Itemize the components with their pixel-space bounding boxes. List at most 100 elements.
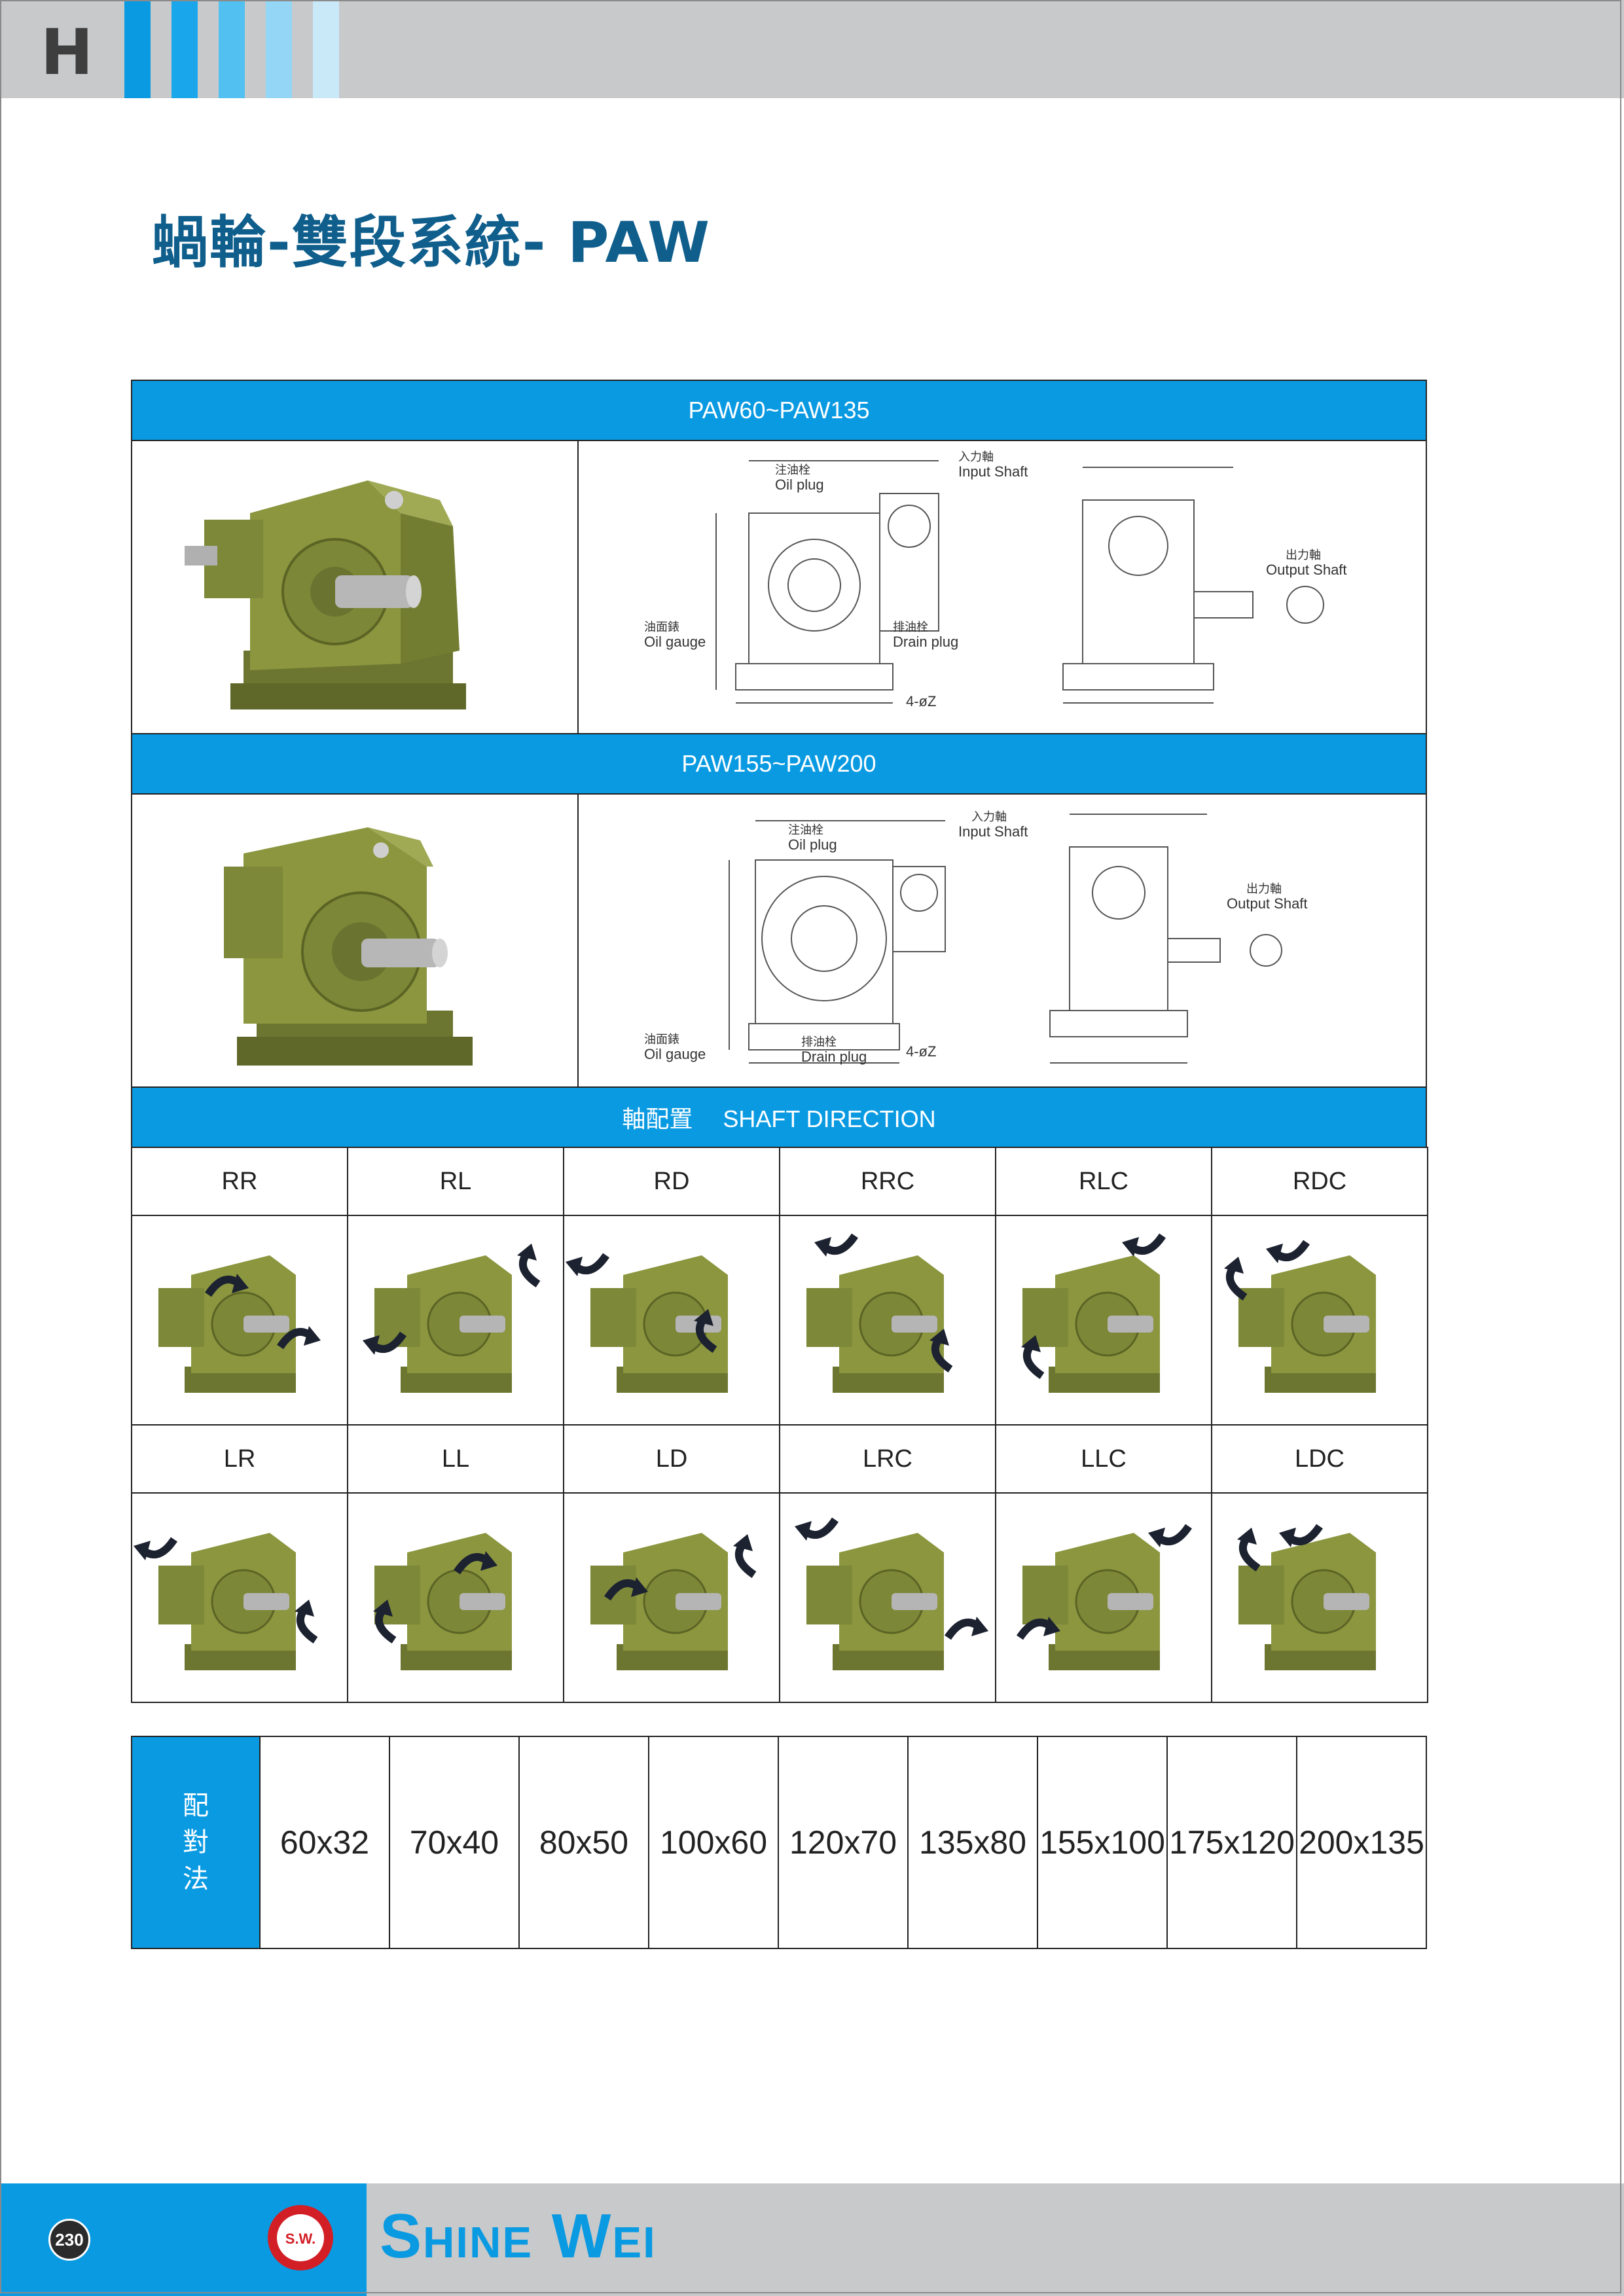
shaft-code-label: RL — [347, 1147, 564, 1216]
rotation-arrow-icon — [945, 1617, 988, 1640]
gearbox-orientation-icon — [795, 1517, 988, 1670]
pairing-size-cell: 80x50 — [518, 1736, 649, 1949]
shaft-direction-image-cell — [347, 1215, 564, 1426]
shaft-direction-image-cell — [1211, 1215, 1428, 1426]
pairing-label-char: 法 — [183, 1864, 209, 1894]
oil-plug-label-zh: 注油栓 — [775, 463, 810, 476]
shaft-direction-image-cell — [347, 1492, 564, 1703]
input-shaft-label-zh: 入力軸 — [971, 810, 1007, 823]
shaft-direction-image-cell — [563, 1492, 780, 1703]
gearbox-orientation-icon — [1224, 1240, 1376, 1393]
oil-plug-label-zh: 注油栓 — [788, 823, 823, 836]
section-letter: H — [41, 16, 94, 89]
shaft-direction-image-cell — [131, 1492, 348, 1703]
shaft-code-label: RRC — [779, 1147, 996, 1216]
rotation-arrow-icon — [566, 1253, 609, 1276]
shaft-direction-image-cell — [995, 1215, 1212, 1426]
pairing-size-cell: 200x135 — [1296, 1736, 1427, 1949]
footer-grey-bar — [367, 2183, 1624, 2296]
model-2-drawing-cell: 注油栓 Oil plug 入力軸 Input Shaft 出力軸 Output … — [577, 793, 1427, 1088]
rotation-arrow-icon — [295, 1600, 318, 1643]
gearbox-orientation-icon — [373, 1533, 512, 1670]
pairing-size-cell: 60x32 — [259, 1736, 390, 1949]
logo-text: S.W. — [285, 2231, 316, 2247]
oil-plug-label: Oil plug — [788, 836, 837, 853]
rotation-arrow-icon — [363, 1331, 406, 1355]
rotation-arrow-icon — [1279, 1524, 1323, 1547]
input-shaft-label: Input Shaft — [958, 823, 1028, 840]
shaft-direction-image-cell — [779, 1492, 996, 1703]
header-stripe-2 — [171, 0, 198, 98]
page-title: 蝸輪-雙段系統- PAW — [152, 210, 712, 276]
pairing-size-cell: 175x120 — [1166, 1736, 1297, 1949]
oil-gauge-label: Oil gauge — [644, 634, 706, 650]
gearbox-orientation-icon — [1021, 1233, 1166, 1393]
oil-gauge-label-zh: 油面錶 — [644, 620, 679, 634]
rotation-arrow-icon — [1122, 1233, 1166, 1257]
input-shaft-label-zh: 入力軸 — [958, 450, 994, 463]
drain-plug-label: Drain plug — [801, 1049, 867, 1065]
model-band-1: PAW60~PAW135 — [131, 380, 1427, 441]
model-1-photo-cell — [131, 440, 579, 734]
rotation-arrow-icon — [134, 1537, 177, 1560]
rotation-arrow-icon — [929, 1329, 953, 1372]
pairing-size-cell: 100x60 — [648, 1736, 779, 1949]
brand-name: Shine Wei — [380, 2201, 657, 2271]
rotation-arrow-icon — [517, 1244, 541, 1287]
gearbox-orientation-icon — [806, 1233, 953, 1393]
technical-drawing-2: 注油栓 Oil plug 入力軸 Input Shaft 出力軸 Output … — [644, 810, 1308, 1065]
gearbox-orientation-icon — [1017, 1524, 1192, 1670]
shaft-direction-image-cell — [131, 1215, 348, 1426]
model-1-drawing-cell: 注油栓 Oil plug 入力軸 Input Shaft 出力軸 Output … — [577, 440, 1427, 734]
pairing-label-char: 配 — [183, 1791, 209, 1821]
gearbox-orientation-icon — [566, 1253, 728, 1393]
rotation-arrow-icon — [1017, 1617, 1060, 1640]
shaft-direction-band: 軸配置 SHAFT DIRECTION — [131, 1086, 1427, 1148]
mount-holes-label: 4-øZ — [906, 693, 936, 709]
shaft-direction-image-cell — [995, 1492, 1212, 1703]
shaft-code-label: LR — [131, 1424, 348, 1494]
rotation-arrow-icon — [1237, 1528, 1261, 1571]
header-stripe-5 — [313, 0, 339, 98]
rotation-arrow-icon — [1224, 1257, 1248, 1300]
header-stripe-4 — [266, 0, 292, 98]
rotation-arrow-icon — [1148, 1524, 1192, 1547]
gearbox-photo-1 — [185, 480, 466, 709]
shaft-code-label: LD — [563, 1424, 780, 1494]
pairing-label: 配 對 法 — [131, 1736, 261, 1949]
pairing-label-char: 對 — [183, 1827, 209, 1857]
pairing-size-cell: 120x70 — [778, 1736, 909, 1949]
rotation-arrow-icon — [454, 1551, 497, 1575]
pairing-size-cell: 70x40 — [389, 1736, 520, 1949]
rotation-arrow-icon — [795, 1517, 839, 1541]
drain-plug-label-zh: 排油栓 — [801, 1035, 837, 1049]
input-shaft-label: Input Shaft — [958, 463, 1028, 480]
oil-gauge-label: Oil gauge — [644, 1046, 706, 1062]
output-shaft-label-zh: 出力軸 — [1286, 548, 1321, 562]
shaft-direction-image-cell — [1211, 1492, 1428, 1703]
company-logo-icon: S.W. — [268, 2205, 333, 2270]
shaft-direction-image-cell — [563, 1215, 780, 1426]
rotation-arrow-icon — [205, 1274, 249, 1297]
rotation-arrow-icon — [733, 1534, 757, 1578]
gearbox-orientation-icon — [590, 1533, 757, 1670]
output-shaft-label: Output Shaft — [1227, 895, 1308, 912]
rotation-arrow-icon — [1266, 1240, 1310, 1263]
technical-drawing-1: 注油栓 Oil plug 入力軸 Input Shaft 出力軸 Output … — [644, 450, 1347, 709]
shaft-code-label: RR — [131, 1147, 348, 1216]
shaft-code-label: LDC — [1211, 1424, 1428, 1494]
header-stripe-1 — [124, 0, 151, 98]
drain-plug-label-zh: 排油栓 — [893, 620, 928, 634]
oil-gauge-label-zh: 油面錶 — [644, 1033, 679, 1046]
rotation-arrow-icon — [373, 1600, 397, 1643]
page-number: 230 — [48, 2219, 90, 2261]
pairing-size-cell: 155x100 — [1037, 1736, 1168, 1949]
rotation-arrow-icon — [277, 1326, 321, 1350]
gearbox-orientation-icon — [158, 1255, 321, 1393]
gearbox-orientation-icon — [363, 1244, 541, 1393]
output-shaft-label: Output Shaft — [1266, 562, 1347, 578]
gearbox-orientation-icon — [134, 1533, 318, 1670]
rotation-arrow-icon — [814, 1233, 858, 1257]
shaft-code-label: LL — [347, 1424, 564, 1494]
